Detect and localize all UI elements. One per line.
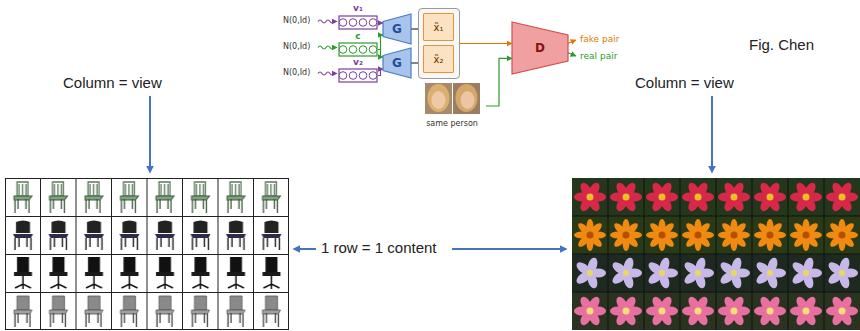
noise-label: N(0,Id) [282, 16, 311, 26]
noise-label-holder: N(0,Id) [282, 16, 311, 26]
vector-unit [359, 72, 367, 80]
node-label: c [355, 30, 360, 42]
generator-block: G [383, 14, 411, 44]
generated-image: x̃₁ [423, 13, 454, 41]
column-arrows [150, 96, 712, 172]
trapezoid [383, 48, 411, 78]
vector-unit [359, 46, 367, 54]
noise-label-holder: N(0,Id) [282, 68, 311, 78]
vector-box [339, 43, 377, 56]
node-label: v₁ [353, 2, 363, 14]
generator-block: G [383, 48, 411, 78]
axis-note-holder: Column = view [62, 74, 163, 92]
vector-box [339, 69, 377, 82]
axis-note-holder: Column = view [634, 74, 735, 92]
axis-note: Column = view [634, 74, 735, 92]
photo [453, 83, 480, 114]
output-label-holder: real pair [579, 51, 618, 62]
face [432, 91, 446, 109]
figure-credit-holder: Fig. Chen [748, 36, 815, 54]
column-arrow [711, 96, 713, 172]
noise-arrow [318, 46, 337, 49]
connector [378, 35, 383, 50]
output-label: real pair [579, 51, 618, 62]
content-vector: c [338, 30, 378, 57]
node-label: x̃₁ [434, 21, 444, 34]
column-arrow [149, 96, 151, 172]
figure-credit: Fig. Chen [748, 36, 815, 54]
noise-arrow [318, 72, 337, 75]
trapezoid [383, 14, 411, 44]
vector-unit [339, 46, 347, 54]
noise-label: N(0,Id) [282, 42, 311, 52]
generated-image: x̃₂ [423, 45, 454, 73]
axis-note-holder: 1 row = 1 content [320, 239, 438, 257]
hair [456, 84, 478, 112]
connector [378, 69, 383, 76]
face-photos [425, 83, 480, 114]
axis-note: Column = view [62, 74, 163, 92]
noise-arrow [318, 20, 337, 23]
node-label: G [392, 22, 402, 37]
noise-label-holder: N(0,Id) [282, 42, 311, 52]
row-arrow [452, 248, 566, 250]
vector-box [339, 16, 377, 29]
grid-lines [572, 178, 860, 330]
vector-unit [349, 72, 357, 80]
latent-vector: v₂ [338, 56, 378, 83]
trapezoid [512, 22, 568, 74]
vector-unit [369, 72, 377, 80]
chair-grid [5, 178, 289, 330]
real-pair-photo: same person [418, 82, 486, 130]
discriminator-block: D [512, 22, 568, 74]
vector-unit [349, 46, 357, 54]
vector-unit [339, 19, 347, 27]
node-label: x̃₂ [434, 53, 444, 66]
connector [460, 43, 512, 44]
caption-text: same person [426, 118, 478, 129]
output-label-holder: fake pair [579, 34, 620, 45]
connector [378, 22, 383, 24]
vector-unit [369, 19, 377, 27]
noise-arrows [318, 20, 337, 75]
node-label: D [535, 41, 545, 56]
generated-pair-box: x̃₁ x̃₂ [418, 8, 460, 79]
latent-vector: v₁ [338, 2, 378, 30]
noise-label: N(0,Id) [282, 68, 311, 78]
node-label: G [392, 56, 402, 71]
vector-unit [359, 19, 367, 27]
face [461, 91, 475, 109]
hair [428, 84, 450, 112]
connector [486, 58, 512, 106]
output-label: fake pair [579, 34, 620, 45]
vector-unit [349, 19, 357, 27]
vector-unit [339, 72, 347, 80]
flower-grid [572, 178, 860, 330]
grid-lines [5, 178, 289, 330]
row-arrow [294, 248, 316, 250]
connector [378, 50, 383, 58]
photo [425, 83, 452, 114]
node-label: v₂ [353, 56, 363, 68]
vector-unit [369, 46, 377, 54]
axis-note: 1 row = 1 content [320, 239, 438, 257]
